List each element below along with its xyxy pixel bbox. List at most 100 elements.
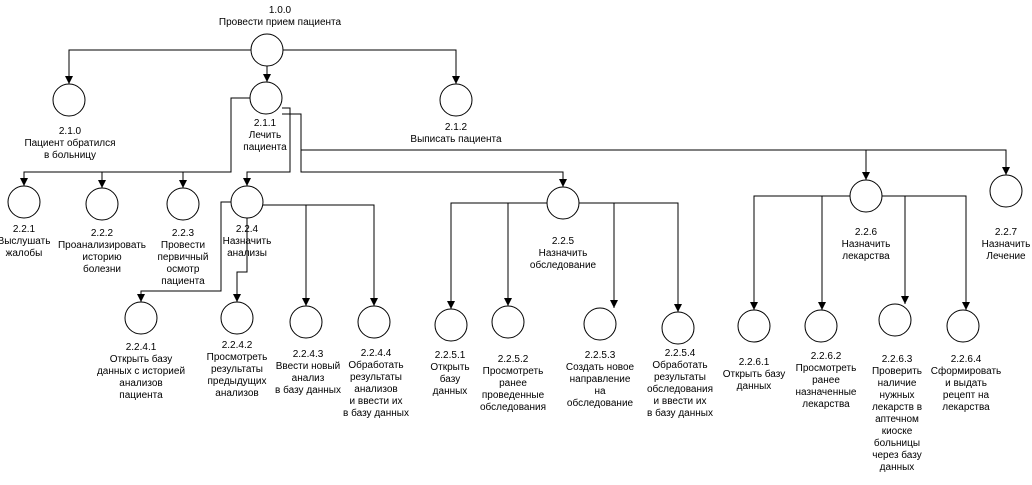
node-2-2-4-1-circle[interactable]	[124, 301, 158, 335]
node-2-1-0-circle[interactable]	[52, 83, 86, 117]
node-2-2-4-4-circle[interactable]	[357, 305, 391, 339]
node-2-1-1-text-line: Лечить	[249, 130, 281, 141]
edge-layer	[20, 49, 1010, 312]
connector-2-2-6-to-2-2-6-4	[905, 195, 970, 310]
node-2-2-6-1-circle[interactable]	[737, 309, 771, 343]
node-2-2-4-1-text-line: анализов	[119, 378, 162, 389]
node-2-2-5-3-text-line: на	[594, 386, 606, 397]
node-2-2-1-text-line: жалобы	[6, 247, 43, 259]
node-2-2-4-circle[interactable]	[230, 185, 264, 219]
node-2-2-6-4-number: 2.2.6.4	[951, 354, 982, 365]
node-2-2-4-text-line: Назначить	[223, 236, 272, 247]
connector-2-1-1-to-2-2-2	[98, 171, 231, 188]
node-2-2-5-1-circle[interactable]	[434, 308, 468, 342]
node-2-2-1-number: 2.2.1	[13, 224, 36, 235]
node-2-2-1-circle[interactable]	[7, 185, 41, 219]
node-1-0-0-circle[interactable]	[250, 33, 284, 67]
node-2-2-4-2-text-line: предыдущих	[208, 376, 267, 387]
node-2-2-5-3-circle[interactable]	[583, 307, 617, 341]
connector-2-2-6-to-2-2-6-1	[750, 195, 850, 310]
node-2-2-4-1-text-line: Открыть базу	[110, 353, 172, 365]
node-2-2-6-1-text-line: данных	[737, 381, 772, 392]
node-2-2-4-2-text-line: анализов	[215, 388, 258, 399]
node-2-2-5-4-number: 2.2.5.4	[665, 348, 696, 359]
node-2-2-5-number: 2.2.5	[552, 236, 575, 247]
node-2-2-4-1-number: 2.2.4.1	[126, 342, 157, 353]
node-2-2-6-text-line: Назначить	[842, 239, 891, 250]
node-2-2-4-3-circle[interactable]	[289, 305, 323, 339]
node-2-2-6-2-text-line: лекарства	[802, 399, 850, 410]
node-2-2-7-number: 2.2.7	[995, 227, 1018, 238]
node-2-2-6-1-text-line: Открыть базу	[723, 368, 785, 380]
node-2-2-6-2-circle[interactable]	[804, 309, 838, 343]
node-2-2-5-1-text-line: данных	[433, 386, 468, 397]
node-2-2-3-text-line: Провести	[161, 240, 205, 251]
node-2-2-5-2-circle[interactable]	[491, 305, 525, 339]
node-2-1-1-text-line: пациента	[243, 142, 287, 153]
node-2-1-1-number: 2.1.1	[254, 118, 277, 129]
connector-2-2-6-to-2-2-6-3	[882, 195, 909, 304]
node-2-2-5-4-circle[interactable]	[661, 311, 695, 345]
node-2-2-4-4-number: 2.2.4.4	[361, 348, 392, 359]
node-1-0-0-text-line: Провести прием пациента	[219, 17, 342, 28]
node-1-0-0-number: 1.0.0	[269, 5, 292, 16]
node-2-2-6-circle[interactable]	[849, 179, 883, 213]
node-2-2-3-text-line: первичный	[158, 252, 209, 263]
node-2-2-4-2-circle[interactable]	[220, 301, 254, 335]
node-2-2-4-2-number: 2.2.4.2	[222, 340, 253, 351]
node-2-2-7-circle[interactable]	[989, 174, 1023, 208]
node-2-2-5-4-text-line: и ввести их	[654, 396, 707, 407]
node-2-2-5-1-text-line: Открыть	[430, 362, 469, 373]
node-2-2-1-text-line: Выслушать	[0, 236, 50, 247]
node-2-2-2-text-line: историю	[82, 252, 122, 263]
node-2-2-4-1-text-line: пациента	[119, 390, 163, 401]
node-2-1-1-circle[interactable]	[249, 81, 283, 115]
node-2-2-5-2-number: 2.2.5.2	[498, 354, 529, 365]
node-2-1-2-circle[interactable]	[439, 83, 473, 117]
node-2-2-3-circle[interactable]	[166, 187, 200, 221]
node-2-2-6-3-circle[interactable]	[878, 303, 912, 337]
node-2-1-2-number: 2.1.2	[445, 122, 468, 133]
node-2-2-4-4-text-line: и ввести их	[350, 396, 403, 407]
node-2-2-5-4-text-line: обследования	[647, 383, 713, 395]
node-2-2-6-3-text-line: Проверить	[872, 366, 922, 377]
node-2-2-2-circle[interactable]	[85, 187, 119, 221]
node-2-2-6-3-text-line: аптечном	[875, 414, 919, 425]
node-2-2-6-4-circle[interactable]	[946, 309, 980, 343]
node-2-2-6-4-text-line: рецепт на	[943, 390, 990, 401]
node-2-2-4-number: 2.2.4	[236, 224, 259, 235]
node-2-2-3-text-line: пациента	[161, 276, 205, 287]
node-2-2-6-4-text-line: лекарства	[942, 402, 990, 413]
node-2-2-5-circle[interactable]	[546, 186, 580, 220]
